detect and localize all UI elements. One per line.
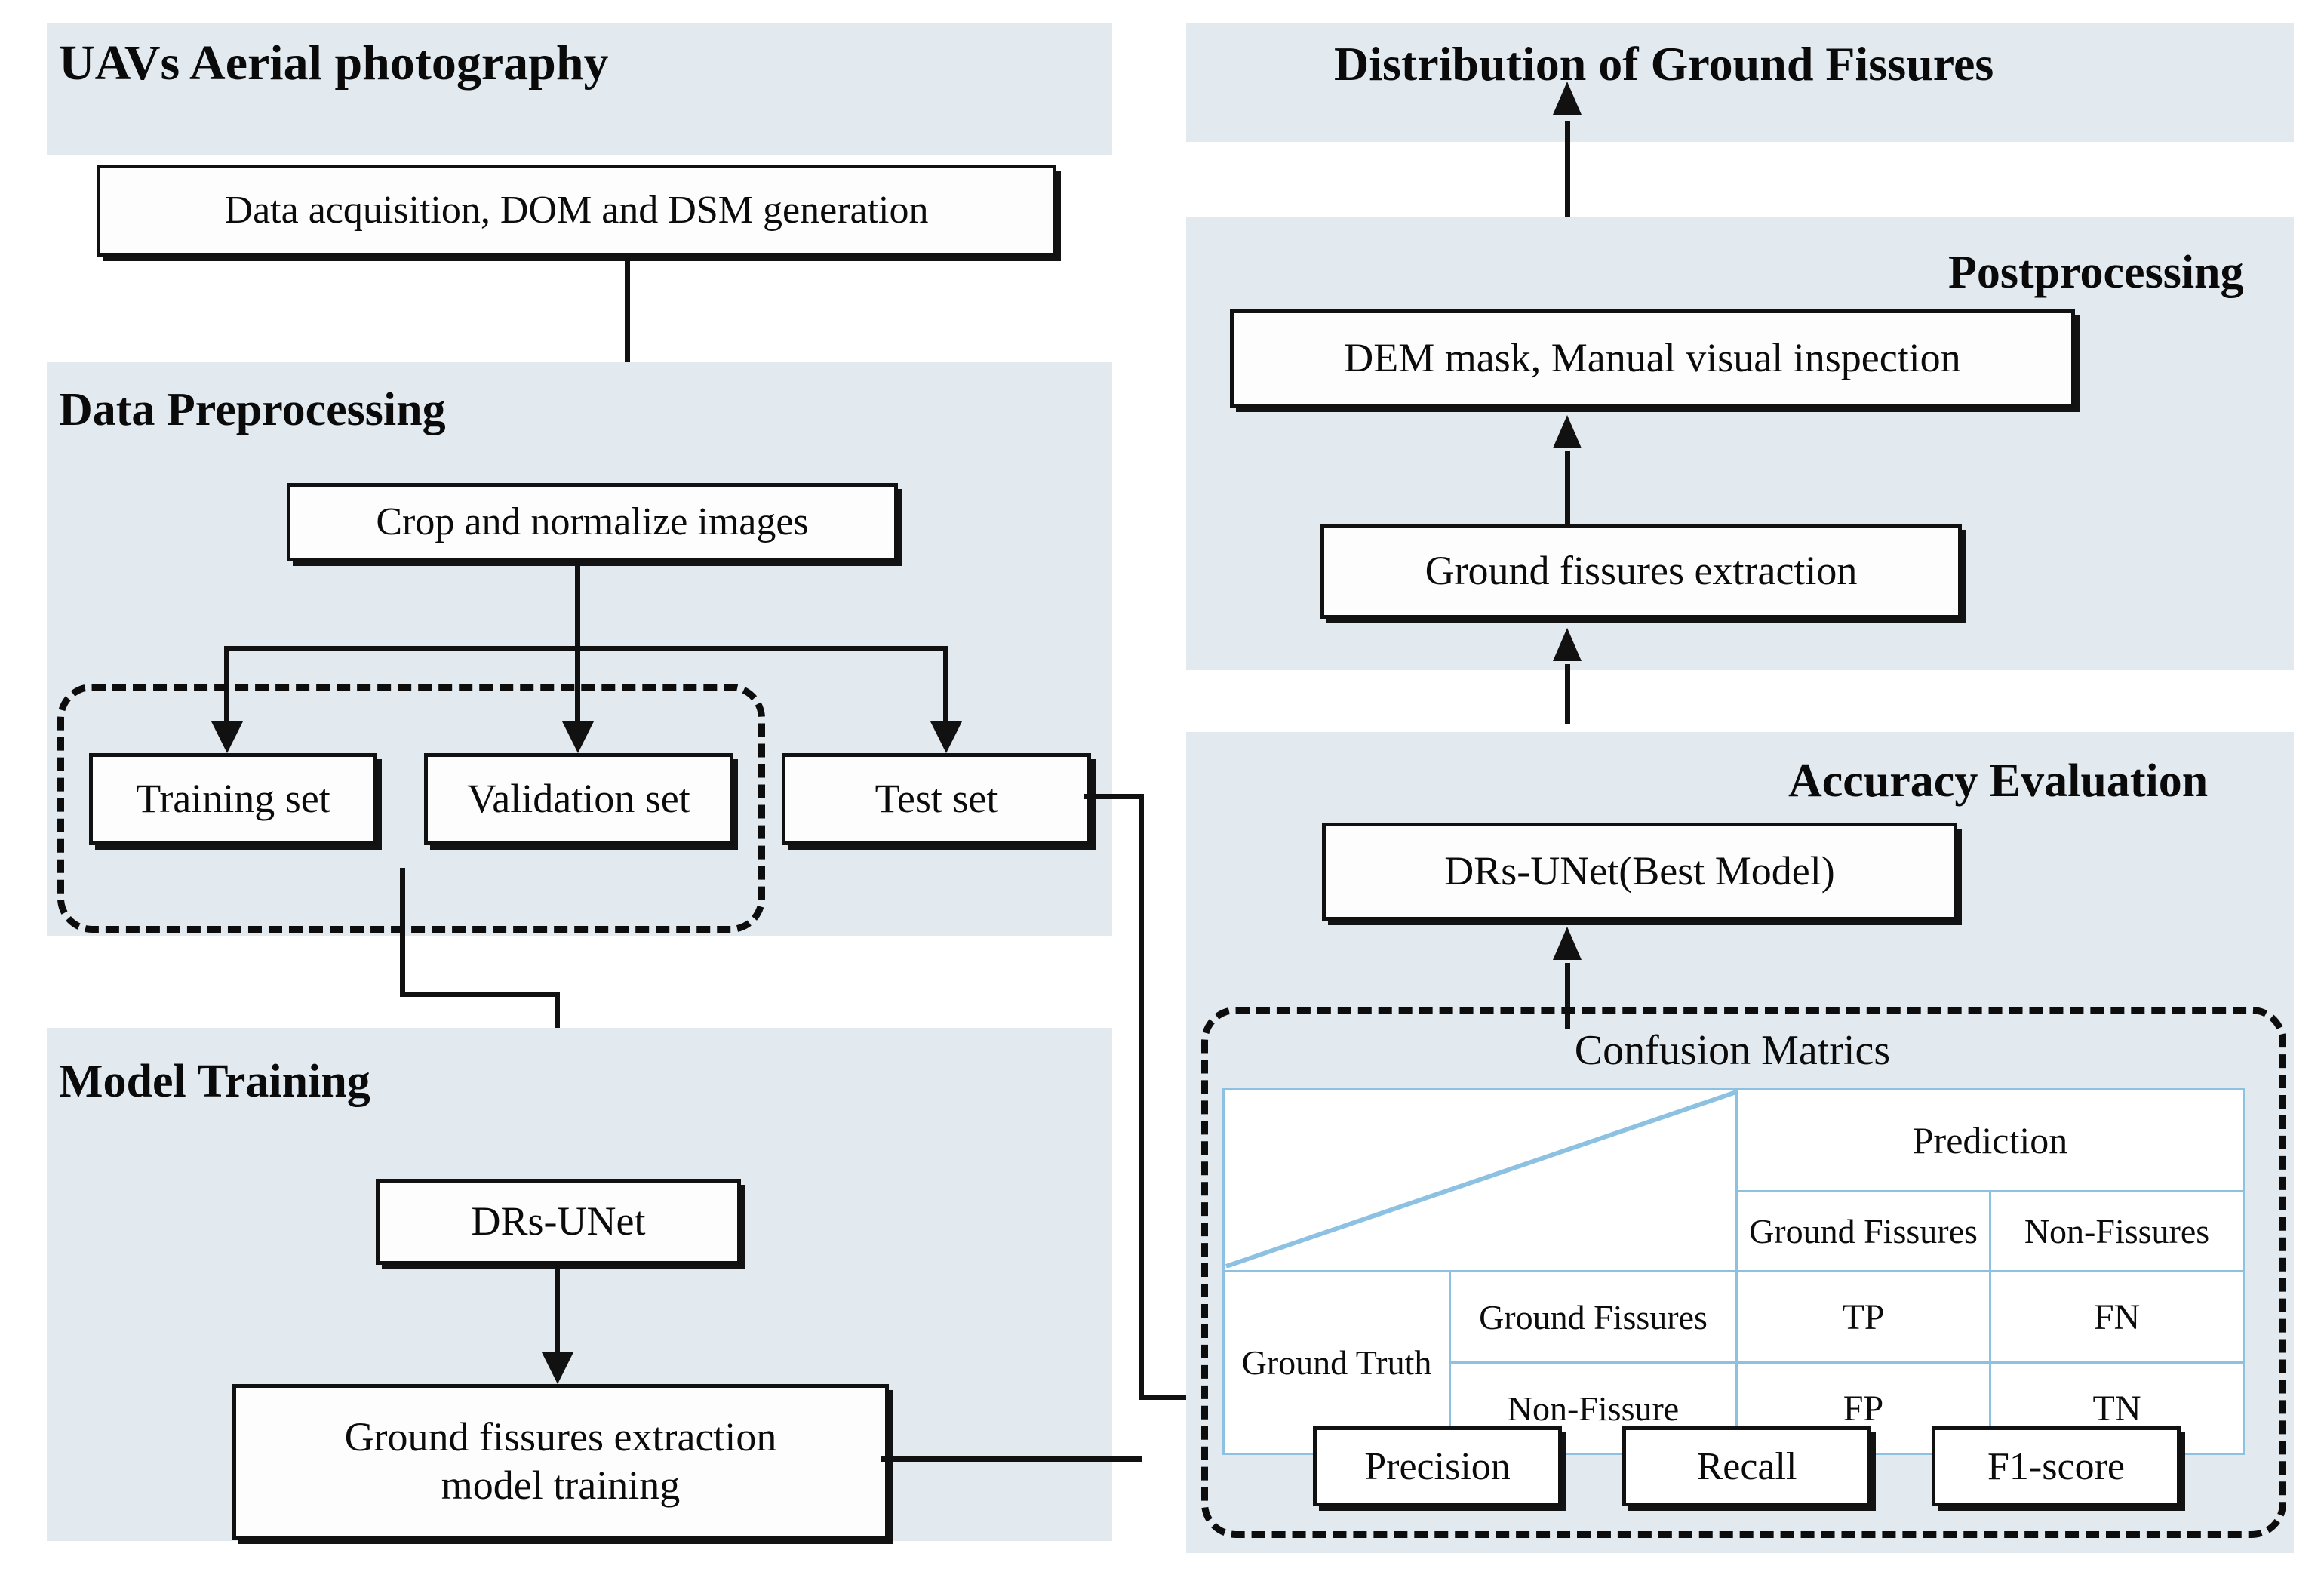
connector-branch-test [943,646,948,729]
dashed-group-evaluation [1201,1007,2286,1538]
box-validation-set[interactable]: Validation set [424,753,733,845]
arrow-to-validation-set [562,721,594,753]
arrow-to-distribution [1553,82,1582,115]
arrow-to-training-set [211,721,243,753]
arrow-drsunet-to-training [542,1352,573,1384]
table-row-prediction-classes: Ground Fissures Non-Fissures [1224,1190,2245,1272]
dashed-group-train-validation [57,684,765,933]
connector-merge-to-evaluation [1139,1395,1222,1400]
cell-fn: FN [1989,1270,2245,1364]
section-title-uav: UAVs Aerial photography [59,35,609,91]
arrow-to-test-set [930,721,962,753]
header-prediction-class-1: Non-Fissures [1989,1190,2245,1272]
box-training-set[interactable]: Training set [89,753,377,845]
metric-box-precision[interactable]: Precision [1313,1426,1562,1506]
arrow-bestmodel-to-extraction [1553,628,1582,661]
arrow-extraction-to-dem [1553,415,1582,448]
box-ground-fissure-model-training[interactable]: Ground fissures extraction model trainin… [232,1384,889,1540]
box-best-model[interactable]: DRs-UNet(Best Model) [1322,823,1957,921]
section-title-distribution: Distribution of Ground Fissures [1334,37,1994,91]
connector-modeltraining-right [881,1456,1142,1462]
header-prediction-class-0: Ground Fissures [1735,1190,1991,1272]
table-row-prediction-header: Prediction [1222,1088,2245,1272]
metric-box-f1-score[interactable]: F1-score [1932,1426,2181,1506]
panel-uav-aerial-photography [47,23,1112,155]
box-test-set[interactable]: Test set [782,753,1091,845]
model-training-label-line2: model training [441,1463,681,1508]
connector-extraction-to-dem [1565,451,1570,527]
header-ground-truth: Ground Truth [1222,1270,1451,1455]
connector-matrix-to-bestmodel [1565,963,1570,1029]
panel-distribution [1186,23,2294,142]
connector-trainset-right [400,992,560,997]
box-ground-fissures-extraction[interactable]: Ground fissures extraction [1320,524,1962,619]
connector-drsunet-to-training [555,1262,560,1360]
box-dem-mask[interactable]: DEM mask, Manual visual inspection [1230,309,2075,408]
connector-to-distribution [1565,121,1570,308]
box-crop-normalize[interactable]: Crop and normalize images [287,483,898,561]
box-drs-unet[interactable]: DRs-UNet [376,1179,741,1265]
section-title-data-preprocessing: Data Preprocessing [59,384,446,435]
connector-split-bus [224,646,948,651]
metric-box-recall[interactable]: Recall [1622,1426,1871,1506]
arrow-matrix-to-bestmodel [1553,927,1582,960]
matrix-corner-diagonal-cell [1222,1088,1738,1272]
header-truth-class-0: Ground Fissures [1449,1270,1738,1364]
table-row-truth-0: Ground Truth Ground Fissures TP FN [1222,1270,2245,1455]
section-title-model-training: Model Training [59,1056,370,1107]
cell-tp: TP [1735,1270,1991,1364]
confusion-matrix-table: Prediction Ground Fissures Non-Fissures … [1222,1088,2245,1455]
connector-testset-right [1084,794,1144,799]
connector-testset-down [1139,794,1144,1398]
connector-trainset-down [400,868,405,996]
section-title-postprocessing: Postprocessing [1948,247,2244,298]
connector-acquisition-to-crop [625,255,630,406]
connector-crop-stem [575,558,580,651]
model-training-label-line1: Ground fissures extraction [344,1414,777,1460]
section-title-accuracy-evaluation: Accuracy Evaluation [1788,755,2209,807]
header-prediction: Prediction [1735,1088,2245,1192]
connector-bestmodel-to-extraction [1565,664,1570,724]
confusion-matrix-block: Confusion Matrics Prediction Ground Fiss… [1222,1026,2245,1455]
box-data-acquisition[interactable]: Data acquisition, DOM and DSM generation [97,165,1056,257]
diagonal-divider-icon [1225,1091,1735,1268]
confusion-matrix-title: Confusion Matrics [1574,1027,1891,1074]
